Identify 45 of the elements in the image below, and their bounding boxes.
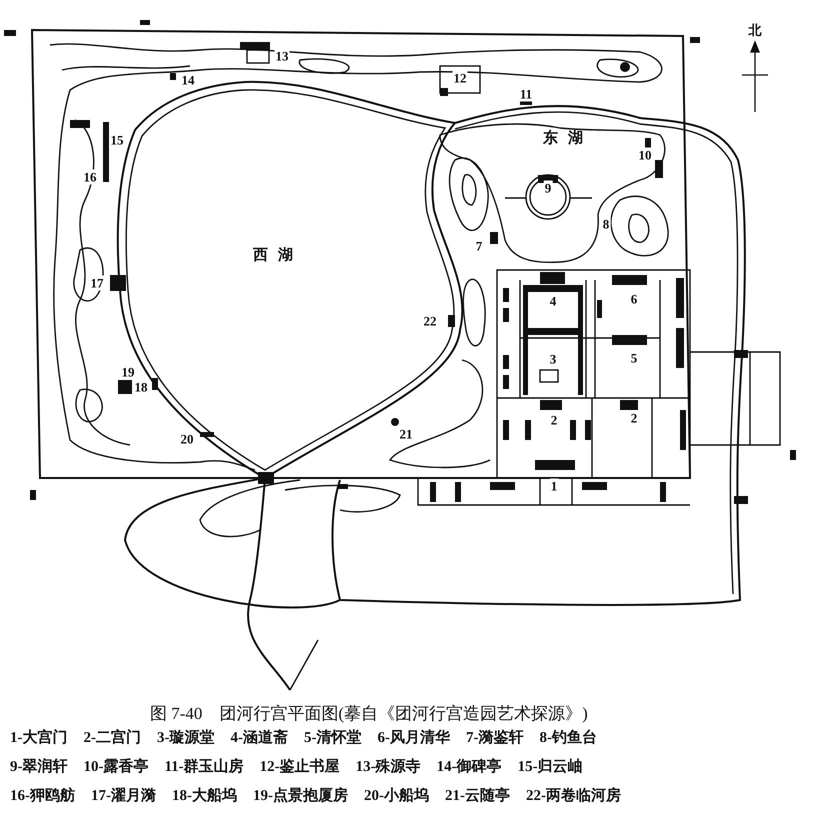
key-entry: 20-小船坞 (364, 786, 429, 805)
callout-number: 21 (398, 426, 414, 442)
callout-number: 11 (518, 86, 534, 102)
callout-number: 3 (548, 352, 558, 366)
key-entry: 17-濯月漪 (91, 786, 156, 805)
key-entry: 10-露香亭 (84, 757, 148, 776)
key-entry: 16-狎鸥舫 (10, 786, 75, 805)
key-entry: 19-点景抱厦房 (253, 786, 348, 805)
key-entry: 1-大宫门 (10, 728, 68, 747)
key-entry: 7-漪鉴轩 (466, 728, 524, 747)
key-entry: 12-鉴止书屋 (260, 757, 340, 776)
key-entry: 22-两卷临河房 (526, 786, 621, 805)
callout-number: 19 (120, 364, 136, 380)
key-entry: 8-钓鱼台 (540, 728, 597, 747)
key-entry: 5-清怀堂 (304, 728, 362, 747)
callout-number: 2 (550, 412, 558, 428)
callout-number: 12 (452, 70, 468, 86)
callout-number: 13 (274, 48, 290, 64)
lake-label: 东湖 (542, 130, 594, 148)
key-entry: 6-风月清华 (378, 728, 450, 747)
key-entry: 14-御碑亭 (436, 757, 502, 776)
callout-number: 6 (630, 292, 638, 306)
key-entry: 21-云随亭 (445, 786, 510, 805)
key-entry: 11-群玉山房 (164, 757, 244, 776)
callout-number: 8 (602, 216, 610, 232)
callout-number: 20 (180, 432, 194, 446)
key-entry: 2-二宫门 (84, 728, 141, 747)
figure-caption: 图 7-40 团河行宫平面图(摹自《团河行宫造园艺术探源》) (150, 703, 588, 725)
callout-number: 16 (82, 170, 98, 184)
key-entry: 3-璇源堂 (157, 728, 214, 747)
key-entry: 4-涵道斋 (230, 728, 288, 747)
callout-number: 14 (180, 72, 196, 88)
key-entry: 13-殊源寺 (356, 757, 421, 776)
callout-number: 10 (638, 148, 652, 162)
key-entry: 18-大船坞 (172, 786, 237, 805)
callout-number: 18 (134, 380, 148, 394)
callout-number: 22 (422, 314, 438, 328)
callout-number: 15 (110, 132, 124, 148)
callout-number: 17 (90, 276, 104, 290)
key-entry: 15-归云岫 (518, 757, 583, 776)
north-label: 北 (748, 22, 762, 38)
callout-number: 9 (544, 180, 552, 196)
key-entry: 9-翠润轩 (10, 757, 68, 776)
callout-number: 2 (630, 410, 638, 426)
callout-number: 1 (550, 478, 558, 494)
